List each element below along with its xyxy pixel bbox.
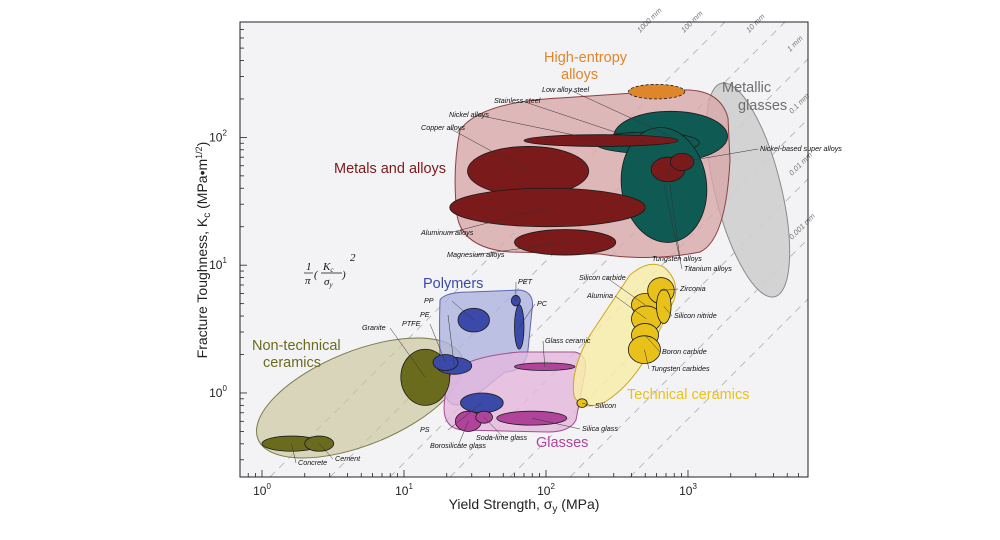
material-label: Silicon: [595, 401, 616, 410]
material-label: Copper alloys: [421, 123, 465, 132]
leader-line: [581, 402, 594, 407]
guide-formula: 1 π ( Kc σy ) 2: [304, 252, 356, 289]
material-ptfe: [432, 354, 459, 371]
leader-line: [663, 306, 673, 317]
material-label: Silicon carbide: [579, 273, 626, 282]
material-label: Low alloy steel: [542, 85, 590, 94]
guide-line: [629, 298, 808, 477]
formula-sigma: σy: [324, 276, 333, 289]
leader-line: [663, 184, 683, 270]
leader-line: [519, 303, 536, 328]
group-label-metallic-glasses: Metallic: [722, 80, 771, 96]
leader-line: [521, 100, 648, 143]
leader-line: [447, 402, 483, 431]
material-nickel-alloys: [523, 134, 679, 147]
group-label-metallic-glasses-line2: glasses: [738, 98, 787, 114]
group-labels: High-entropy alloys Metallic glasses Met…: [252, 50, 787, 451]
leader-line: [319, 443, 334, 460]
material-label: PP: [424, 296, 434, 305]
leader-line: [448, 207, 548, 234]
material-label: PS: [420, 425, 430, 434]
material-high-entropy-alloys: [627, 83, 686, 100]
material-label: Granite: [362, 323, 386, 332]
group-label-high-entropy-alloys: High-entropy: [544, 50, 628, 66]
material-label: Nickel alloys: [449, 110, 489, 119]
leader-line: [474, 242, 566, 256]
guide-line: [569, 238, 808, 477]
material-label: Alumina: [586, 291, 613, 300]
material-label: Zirconia: [679, 284, 706, 293]
y-tick-label: 100: [209, 384, 227, 400]
material-label: Aluminum alloys: [420, 228, 474, 237]
group-label-technical-ceramics: Technical ceramics: [627, 387, 750, 403]
material-label: Silicon nitride: [674, 311, 717, 320]
material-label: PTFE: [402, 319, 421, 328]
group-label-high-entropy-alloys-line2: alloys: [561, 67, 598, 83]
material-label: Tungsten alloys: [652, 254, 702, 263]
formula-one: 1: [306, 261, 312, 273]
material-label: Magnesium alloys: [447, 250, 505, 259]
material-label: Silica glass: [582, 424, 618, 433]
leader-line: [451, 300, 474, 321]
leader-line: [542, 340, 545, 367]
leader-line: [614, 295, 647, 320]
x-tick-label: 100: [253, 482, 271, 498]
y-tick-label: 102: [209, 128, 227, 144]
formula-paren-right: ): [341, 269, 346, 281]
leader-line: [644, 349, 650, 370]
material-label: PET: [518, 277, 533, 286]
leader-line: [606, 277, 646, 305]
material-label: PE: [420, 310, 430, 319]
group-label-non-technical-ceramics: Non-technical: [252, 338, 341, 354]
material-label: Tungsten carbides: [651, 364, 710, 373]
material-label: Glass ceramic: [545, 336, 591, 345]
material-label: Concrete: [298, 458, 327, 467]
material-pp: [457, 307, 490, 333]
leader-line: [389, 327, 426, 378]
leader-line: [569, 89, 671, 137]
material-label: Borosilicate glass: [430, 441, 486, 450]
group-label-non-technical-ceramics-line2: ceramics: [263, 355, 321, 371]
formula-paren-left: (: [314, 269, 319, 281]
y-axis-title: Fracture Toughness, Kc (MPa•m1/2): [194, 142, 213, 359]
material-label: Cement: [335, 454, 361, 463]
group-label-polymers: Polymers: [423, 276, 483, 292]
leader-line: [667, 169, 681, 260]
x-tick-label: 103: [679, 482, 697, 498]
leader-line: [476, 114, 602, 141]
formula-exponent: 2: [350, 252, 356, 264]
material-label: PC: [537, 299, 548, 308]
material-label: Boron carbide: [662, 347, 707, 356]
leader-line: [448, 127, 529, 172]
leader-line: [291, 443, 297, 464]
leader-line: [429, 323, 446, 363]
leader-line: [457, 421, 469, 447]
leader-line: [660, 288, 679, 291]
leader-line: [447, 314, 455, 366]
leader-line: [644, 334, 661, 353]
y-tick-label: 101: [209, 256, 227, 272]
material-label: Soda-lime glass: [476, 433, 528, 442]
x-axis-title: Yield Strength, σy (MPa): [449, 496, 600, 515]
material-label: Stainless steel: [494, 96, 541, 105]
group-label-glasses: Glasses: [536, 435, 588, 451]
material-label: Nickel-based super alloys: [760, 144, 842, 153]
group-label-metals-and-alloys: Metals and alloys: [334, 161, 446, 177]
x-tick-label: 101: [395, 482, 413, 498]
leader-line: [682, 148, 759, 163]
material-label: Titanium alloys: [684, 264, 732, 273]
leader-line: [483, 417, 505, 439]
leader-line: [531, 417, 581, 430]
formula-pi: π: [305, 275, 311, 287]
y-axis: 100 101 102: [209, 21, 247, 461]
